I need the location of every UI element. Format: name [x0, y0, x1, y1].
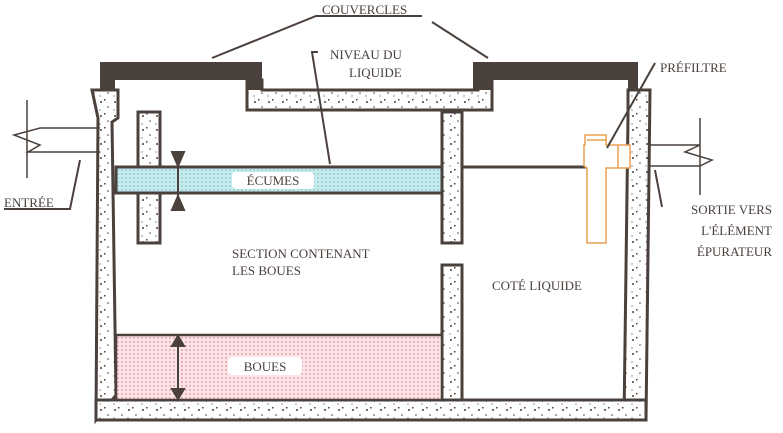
sludge-section-label-2: LES BOUES: [232, 263, 301, 278]
outlet-label-2: L'ÉLÉMENT: [701, 223, 772, 238]
liquid-level-leader: [310, 51, 331, 165]
inlet-label: ENTRÉE: [4, 195, 54, 210]
scum-label: ÉCUMES: [247, 173, 300, 188]
outlet-label-1: SORTIE VERS: [691, 202, 772, 217]
tank-right-wall: [622, 88, 652, 422]
sludge-label: BOUES: [244, 359, 287, 374]
right-lid: [473, 62, 638, 90]
sludge-section-label-1: SECTION CONTENANT: [232, 246, 370, 261]
left-lid: [100, 62, 262, 90]
inlet-pipe: [11, 100, 100, 178]
scum-thickness-arrow: [170, 151, 186, 211]
liquid-level-label-1: NIVEAU DU: [330, 47, 402, 62]
prefilter-leader: [606, 62, 656, 149]
outlet-leader: [654, 169, 663, 208]
top-slab: [245, 78, 494, 112]
liquid-level-label-2: LIQUIDE: [349, 65, 402, 80]
prefilter-label: PRÉFILTRE: [660, 60, 727, 75]
prefilter: [583, 134, 631, 244]
outlet-label-3: ÉPURATEUR: [697, 244, 772, 259]
inlet-leader: [4, 159, 81, 210]
middle-wall-upper: [440, 110, 464, 245]
tank-left-wall: [90, 88, 120, 425]
outlet-pipe: [650, 118, 715, 195]
lids-leader-right: [431, 21, 489, 59]
middle-wall-lower: [440, 263, 464, 402]
liquid-side-label: COTÉ LIQUIDE: [492, 278, 582, 293]
lids-label: COUVERCLES: [322, 2, 407, 17]
lids-leader: [211, 15, 422, 59]
sludge-thickness-arrow: [170, 334, 186, 401]
tank-bottom: [94, 398, 648, 422]
